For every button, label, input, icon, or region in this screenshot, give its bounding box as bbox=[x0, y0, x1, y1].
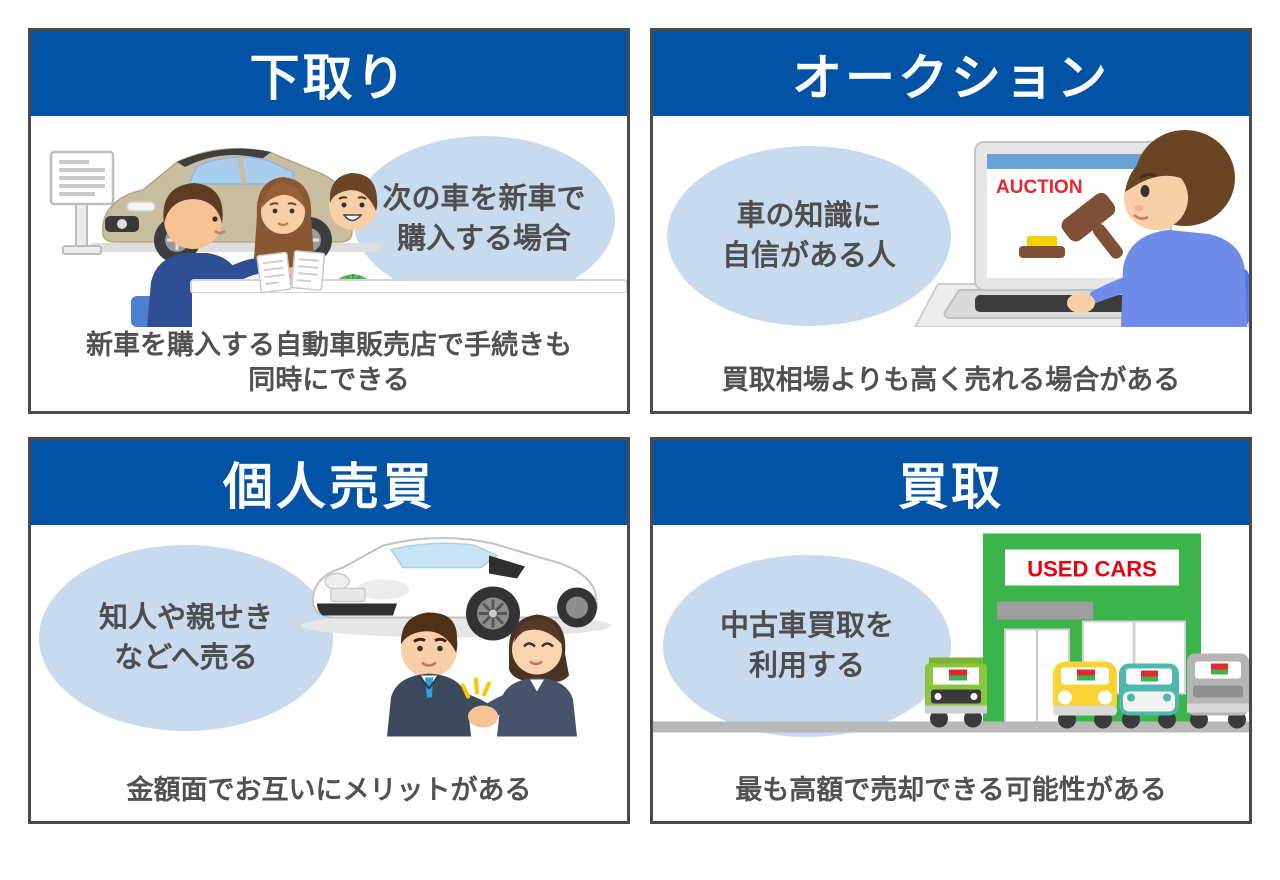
info-sign-icon bbox=[49, 150, 115, 255]
panel-private-sale: 個人売買 知人や親せき などへ売る bbox=[28, 437, 630, 824]
handshake-icon bbox=[468, 705, 498, 728]
speech-ellipse: 知人や親せき などへ売る bbox=[39, 545, 333, 731]
speech-ellipse: 車の知識に 自信がある人 bbox=[667, 146, 951, 326]
yellow-car-icon bbox=[1053, 661, 1117, 729]
chair bbox=[131, 296, 243, 327]
panel-title-buyback: 買取 bbox=[653, 440, 1249, 525]
panel-auction: オークション 車の知識に 自信がある人 AUCTION bbox=[650, 28, 1252, 414]
sports-car-icon bbox=[311, 536, 599, 641]
shop-sign-label: USED CARS bbox=[1027, 557, 1157, 582]
customer-woman-figure bbox=[253, 177, 314, 327]
auction-screen-label: AUCTION bbox=[996, 177, 1083, 198]
suv-car-icon bbox=[102, 147, 353, 263]
speech-ellipse: 中古車買取を 利用する bbox=[663, 555, 951, 737]
panel-title-private-sale: 個人売買 bbox=[31, 440, 627, 525]
panel-caption: 金額面でお互いにメリットがある bbox=[126, 775, 532, 806]
panel-title-auction: オークション bbox=[653, 31, 1249, 116]
car-shadow bbox=[301, 613, 611, 638]
panel-caption: 買取相場よりも高く売れる場合がある bbox=[721, 365, 1181, 396]
auction-user-figure bbox=[1067, 130, 1247, 327]
panel-trade-in: 下取り 次の車を新車で 購入する場合 bbox=[28, 28, 630, 414]
teal-car-icon bbox=[1119, 663, 1179, 729]
shop-building: USED CARS bbox=[983, 533, 1201, 725]
panel-caption: 最も高額で売却できる可能性がある bbox=[735, 775, 1167, 806]
desk bbox=[913, 283, 1249, 327]
documents-icon bbox=[256, 250, 326, 294]
speech-ellipse: 次の車を新車で 購入する場合 bbox=[353, 136, 615, 302]
panel-caption: 新車を購入する自動車販売店で手続きも 同時にできる bbox=[86, 329, 572, 396]
panel-buyback: 買取 中古車買取を 利用する USED CARS bbox=[650, 437, 1252, 824]
gray-suv-icon bbox=[1187, 653, 1249, 729]
laptop-icon: AUCTION bbox=[943, 141, 1201, 319]
panel-title-trade-in: 下取り bbox=[31, 31, 627, 116]
spark-icon bbox=[461, 677, 491, 699]
platform bbox=[89, 243, 381, 252]
salesperson-figure bbox=[147, 183, 296, 327]
gavel-icon bbox=[1019, 192, 1123, 259]
comparison-grid: 下取り 次の車を新車で 購入する場合 bbox=[28, 28, 1252, 824]
chair bbox=[1209, 268, 1249, 327]
seller-man-figure bbox=[387, 612, 495, 737]
buyer-woman-figure bbox=[475, 614, 577, 737]
